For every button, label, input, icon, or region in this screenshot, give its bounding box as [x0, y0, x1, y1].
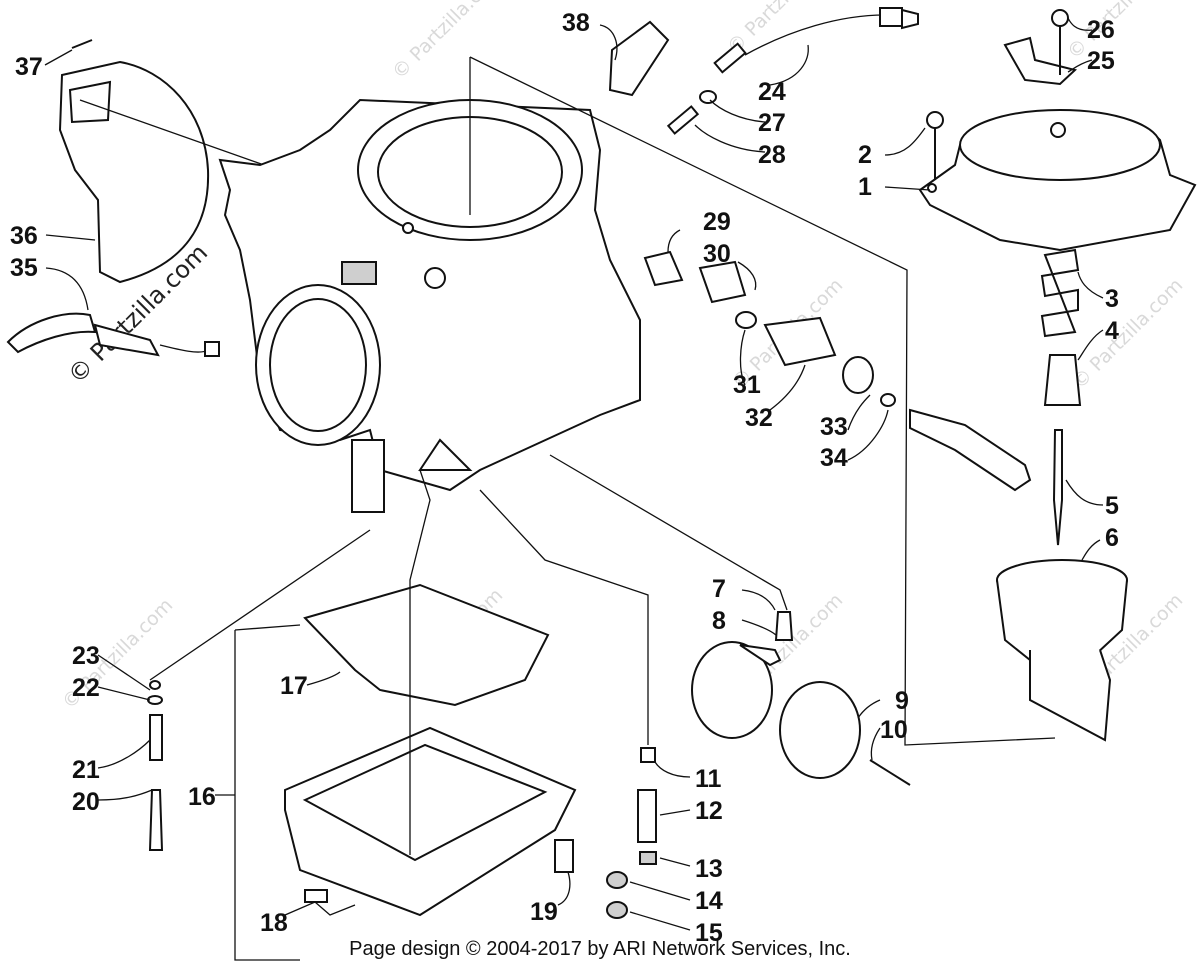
callout-13: 13: [695, 855, 723, 883]
callout-27: 27: [758, 109, 786, 137]
callout-2: 2: [858, 141, 872, 169]
callout-7: 7: [712, 575, 726, 603]
callout-16: 16: [188, 783, 216, 811]
callout-6: 6: [1105, 524, 1119, 552]
top-cap-part: [918, 9, 1197, 252]
throttle-cable-part: [666, 7, 919, 135]
callout-11: 11: [695, 765, 722, 793]
float-bowl-part: [284, 583, 577, 917]
callout-29: 29: [703, 208, 731, 236]
callout-19: 19: [530, 898, 558, 926]
callout-9: 9: [895, 687, 909, 715]
callout-28: 28: [758, 141, 786, 169]
callout-20: 20: [72, 788, 100, 816]
callout-22: 22: [72, 674, 100, 702]
callout-38: 38: [562, 9, 590, 37]
drain-hose-part: [6, 312, 220, 357]
callout-5: 5: [1105, 492, 1119, 520]
carburetor-body-part: [218, 98, 641, 513]
side-cover-part: [58, 39, 421, 284]
callout-26: 26: [1087, 16, 1115, 44]
air-screw-part: [147, 680, 164, 851]
idle-jet-assembly-part: [643, 250, 1032, 492]
callout-10: 10: [880, 716, 908, 744]
watermark: © Partzilla.com: [1068, 274, 1187, 393]
throttle-slide-part: [996, 559, 1128, 742]
callout-31: 31: [733, 371, 761, 399]
page-footer: Page design © 2004-2017 by ARI Network S…: [349, 938, 851, 960]
callout-34: 34: [820, 444, 848, 472]
callout-37: 37: [15, 53, 43, 81]
callout-12: 12: [695, 797, 723, 825]
callout-24: 24: [758, 78, 786, 106]
callout-1: 1: [858, 173, 872, 201]
hose-part: [608, 20, 670, 97]
callout-30: 30: [703, 240, 731, 268]
callout-14: 14: [695, 887, 723, 915]
main-jet-part: [606, 747, 657, 919]
callout-8: 8: [712, 607, 726, 635]
float-part: [691, 611, 911, 786]
callout-21: 21: [72, 756, 100, 784]
callout-32: 32: [745, 404, 773, 432]
callout-15: 15: [695, 919, 723, 947]
callout-35: 35: [10, 254, 38, 282]
leader-lines: [44, 17, 1104, 961]
callout-4: 4: [1105, 317, 1119, 345]
callout-18: 18: [260, 909, 288, 937]
callout-labels: 1 2 3 4 5 6 7 8 9 10 11 12 13 14 15 16 1…: [10, 9, 1119, 947]
callout-25: 25: [1087, 47, 1115, 75]
callout-23: 23: [72, 642, 100, 670]
callout-3: 3: [1105, 285, 1119, 313]
watermark: © Partzilla.com: [1063, 0, 1182, 64]
watermark: © Partzilla.com: [388, 0, 507, 84]
callout-36: 36: [10, 222, 38, 250]
callout-17: 17: [280, 672, 308, 700]
spring-needle-part: [1040, 248, 1082, 546]
callout-33: 33: [820, 413, 848, 441]
